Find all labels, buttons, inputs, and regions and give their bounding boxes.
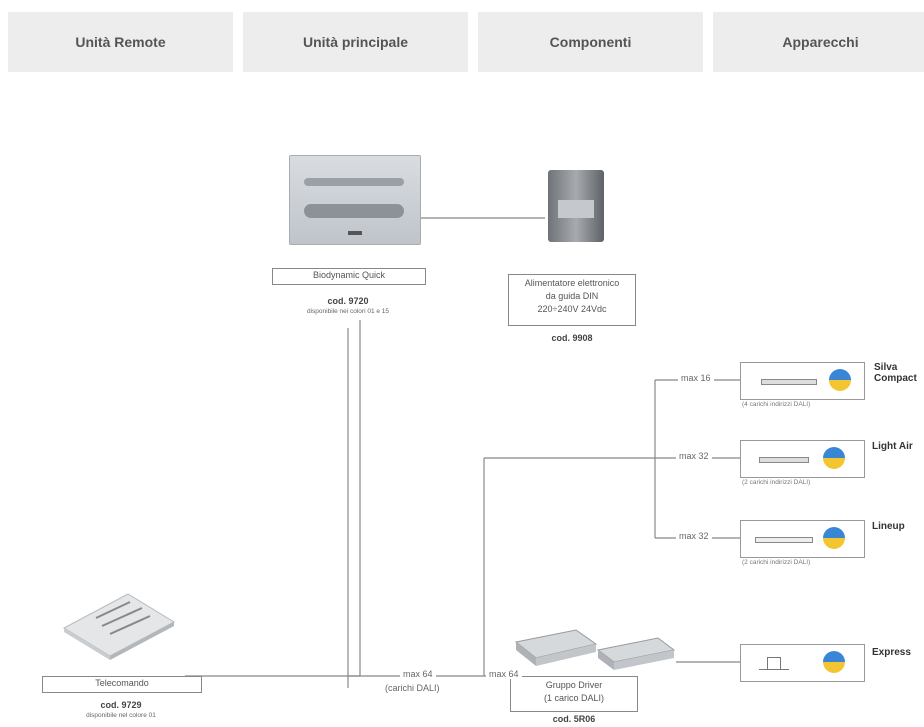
main-unit-code: cod. 9720: [327, 296, 369, 306]
lineup-max-label: max 32: [676, 531, 712, 541]
main-unit-note: disponibile nei colori 01 e 15: [306, 308, 390, 315]
driver-label: Gruppo Driver (1 carico DALI): [510, 676, 638, 712]
silva-compact-box: [740, 362, 865, 400]
remote-code: cod. 9729: [100, 700, 142, 710]
header-componenti: Componenti: [478, 12, 703, 72]
sensor-icon: [823, 447, 845, 469]
main-max-sub: (carichi DALI): [382, 683, 443, 693]
sensor-icon: [823, 651, 845, 673]
downlight-icon: [759, 657, 789, 670]
light-air-name: Light Air: [872, 441, 913, 452]
express-name: Express: [872, 647, 911, 658]
telecomando-image: [58, 588, 178, 660]
lightair-max-label: max 32: [676, 451, 712, 461]
linear-fixture-icon: [759, 457, 809, 463]
remote-note: disponibile nel colore 01: [86, 712, 156, 719]
sensor-icon: [823, 527, 845, 549]
sensor-icon: [829, 369, 851, 391]
driver-max-label: max 64: [486, 669, 522, 679]
linear-fixture-icon: [755, 537, 813, 543]
biodynamic-quick-image: [289, 155, 421, 245]
driver-code: cod. 5R06: [552, 714, 596, 724]
remote-label: Telecomando: [42, 676, 202, 693]
header-apparecchi: Apparecchi: [713, 12, 924, 72]
light-air-note: (2 carichi indirizzi DALI): [742, 479, 811, 486]
main-max-label: max 64: [400, 669, 436, 679]
power-supply-label: Alimentatore elettronico da guida DIN 22…: [508, 274, 636, 326]
din-power-supply-image: [548, 170, 604, 242]
lineup-box: [740, 520, 865, 558]
main-unit-label: Biodynamic Quick: [272, 268, 426, 285]
linear-fixture-icon: [761, 379, 817, 385]
light-air-box: [740, 440, 865, 478]
header-unita-remote: Unità Remote: [8, 12, 233, 72]
express-box: [740, 644, 865, 682]
lineup-name: Lineup: [872, 521, 905, 532]
silva-max-label: max 16: [678, 373, 714, 383]
power-supply-code: cod. 9908: [551, 333, 593, 343]
silva-note: (4 carichi indirizzi DALI): [742, 401, 811, 408]
lineup-note: (2 carichi indirizzi DALI): [742, 559, 811, 566]
header-unita-principale: Unità principale: [243, 12, 468, 72]
driver-group-image: [512, 622, 677, 680]
